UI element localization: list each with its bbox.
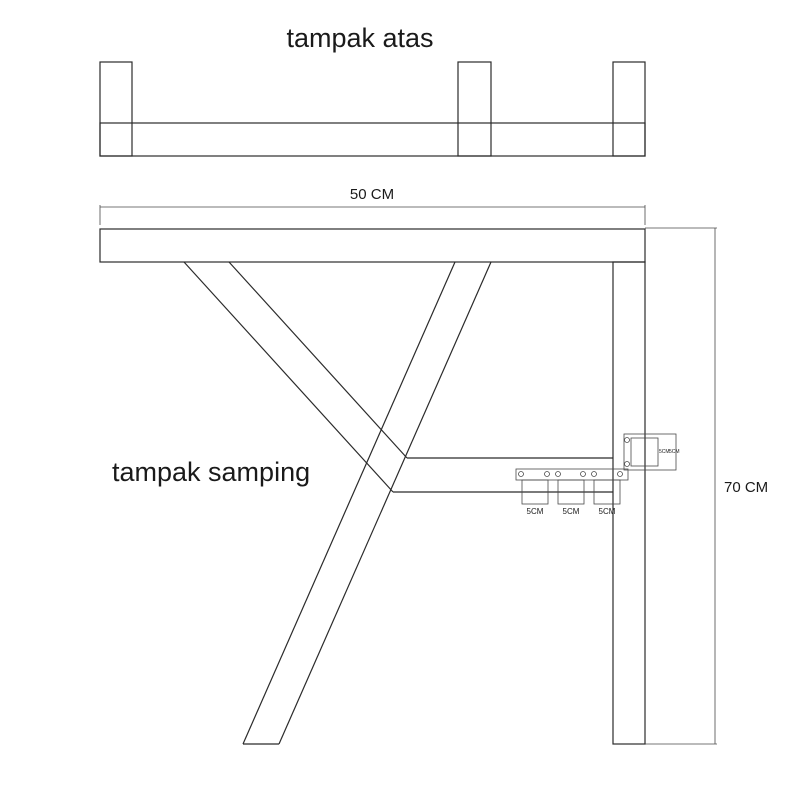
stretcher: [393, 457, 613, 493]
wall-bracket: 5CM 5CM: [623, 433, 680, 471]
width-label: 50 CM: [350, 186, 394, 203]
top-view-leg-middle: [457, 61, 492, 157]
top-view: tampak atas: [99, 23, 646, 157]
top-view-title: tampak atas: [286, 23, 433, 53]
hook-spacing-label-2: 5CM: [563, 507, 580, 516]
side-view-title: tampak samping: [112, 457, 310, 487]
top-view-rail: [99, 122, 646, 157]
height-dimension: 70 CM: [645, 227, 768, 745]
hook-3: [593, 479, 621, 505]
bracket-label-1: 5CM: [659, 449, 670, 455]
hook-2: [557, 479, 585, 505]
top-view-leg-right: [612, 61, 646, 157]
hook-1: [521, 479, 549, 505]
bracket-label-2: 5CM: [669, 449, 680, 455]
right-leg: [612, 261, 646, 745]
hook-spacing-label-3: 5CM: [599, 507, 616, 516]
height-label: 70 CM: [724, 479, 768, 496]
width-dimension: 50 CM: [99, 186, 646, 225]
hook-rail: 5CM 5CM 5CM: [515, 468, 629, 516]
top-view-leg-left: [99, 61, 133, 157]
side-view: 50 CM 70 CM: [99, 186, 768, 745]
tabletop: [99, 228, 646, 263]
diagonal-leg-long: [242, 261, 492, 745]
hook-spacing-label-1: 5CM: [527, 507, 544, 516]
diagonal-brace: [183, 261, 408, 493]
